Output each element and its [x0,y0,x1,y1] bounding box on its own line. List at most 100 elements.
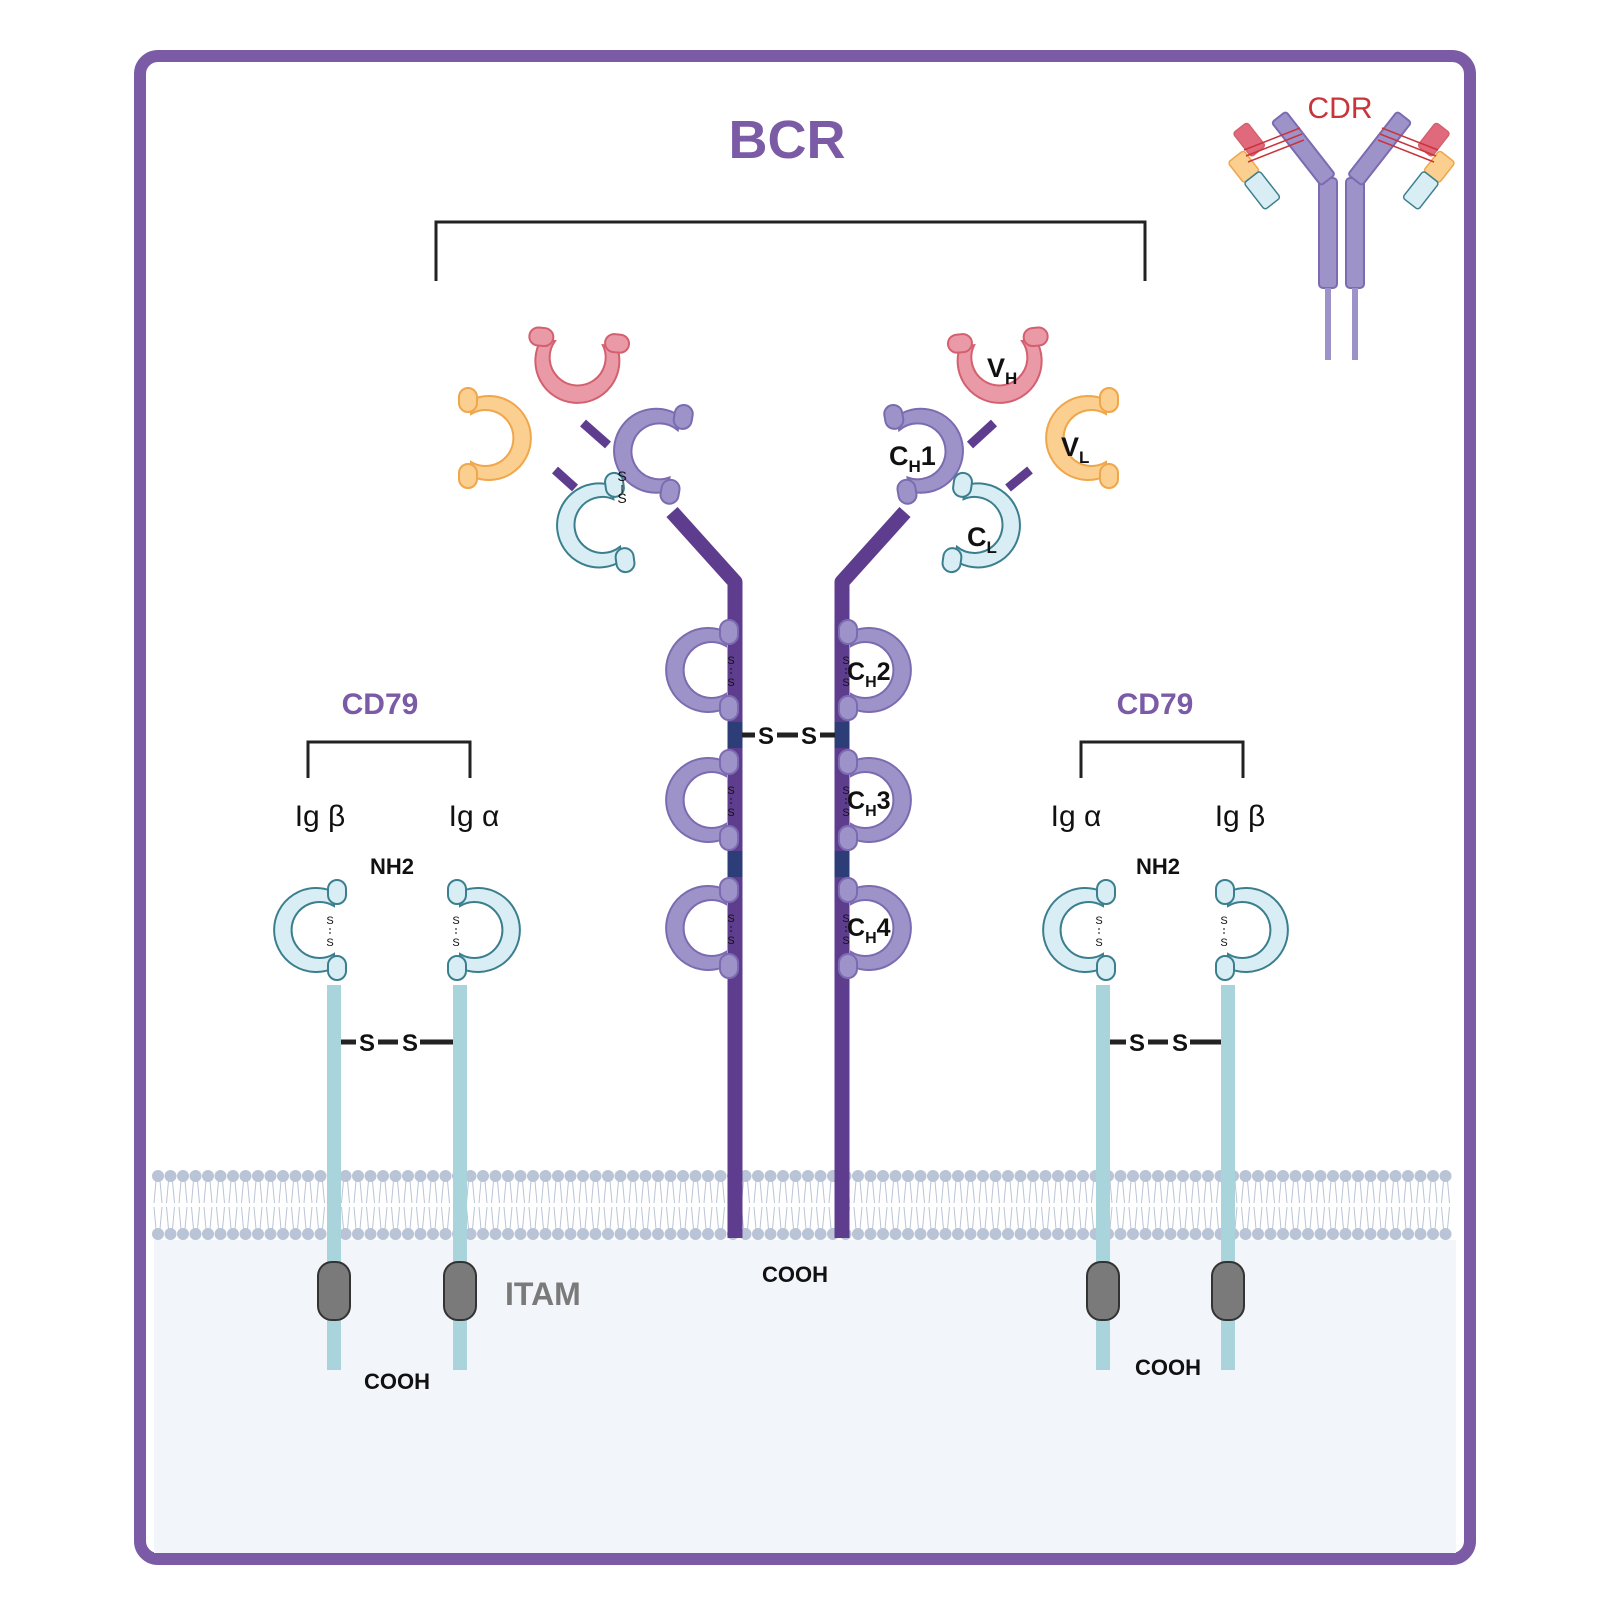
lipid-head [589,1170,602,1182]
lipid-head [1202,1170,1214,1182]
cell-membrane [152,1170,1456,1240]
lipid-head [1239,1170,1252,1182]
lipid-head [439,1228,452,1240]
lipid-tail [253,1180,263,1230]
lipid-tail [1191,1180,1200,1230]
inter-heavy-disulfide: S S [742,723,835,750]
lipid-head [877,1228,889,1240]
ch2-label: CH2 [847,658,891,691]
lipid-tail [1391,1180,1400,1230]
lipid-tail [591,1180,600,1230]
lipid-tail [266,1180,275,1230]
svg-text:S: S [727,935,734,947]
cd79-left-title: CD79 [342,688,419,721]
lipid-head [1052,1228,1064,1240]
lipid-tail [753,1180,763,1230]
lipid-head [689,1170,702,1182]
lipid-head [902,1228,914,1240]
lipid-head [1402,1228,1414,1240]
lipid-head [1027,1228,1039,1240]
lipid-tail [303,1180,313,1230]
lipid-head [639,1170,652,1182]
lipid-head [652,1228,664,1240]
lipid-tail [166,1180,175,1230]
lipid-head [414,1170,427,1182]
svg-text:S: S [727,655,734,667]
bcr-bracket [434,220,1147,281]
lipid-head [402,1228,414,1240]
lipid-head [239,1228,252,1240]
itam-left-1 [317,1261,351,1321]
lipid-tail [478,1180,488,1230]
lipid-head [264,1170,277,1182]
lipid-head [539,1170,552,1182]
lipid-tail [603,1180,613,1230]
lipid-tail [366,1180,375,1230]
lipid-tail [878,1180,888,1230]
svg-text:S: S [842,935,849,947]
lipid-head [814,1228,827,1240]
lipid-tail [1116,1180,1125,1230]
lipid-head [1152,1170,1164,1182]
lipid-tail [1291,1180,1300,1230]
lipid-head [252,1170,264,1182]
lipid-tail [1278,1180,1288,1230]
heavy-chain-stalks [666,506,911,1238]
diagram-title: BCR [729,110,846,170]
lipid-head [977,1228,989,1240]
lipid-head [677,1170,689,1182]
cd79-right-cterm: COOH [1135,1355,1201,1380]
lipid-tail [941,1180,950,1230]
lipid-head [314,1228,327,1240]
lipid-head [927,1228,939,1240]
ch3-label: CH3 [847,787,891,820]
lipid-head [1327,1170,1339,1182]
lipid-head [989,1228,1002,1240]
cd79-right-title: CD79 [1117,688,1194,721]
lipid-head [264,1228,277,1240]
lipid-tail [416,1180,425,1230]
lipid-head [289,1228,302,1240]
lipid-tail [241,1180,250,1230]
lipid-head [852,1170,864,1182]
lipid-tail [1066,1180,1075,1230]
svg-text:S: S [402,1030,418,1057]
lipid-head [289,1170,302,1182]
lipid-head [1077,1170,1089,1182]
lipid-tail [1341,1180,1350,1230]
variable-linkers [551,419,1033,492]
lipid-head [664,1170,677,1182]
svg-text:S: S [758,723,774,750]
lipid-head [1264,1228,1277,1240]
lipid-head [789,1170,802,1182]
intra-disulfide-marks: SS SS SS SS SS SS SS [617,468,849,947]
lipid-head [602,1228,614,1240]
lipid-head [164,1170,177,1182]
lipid-head [802,1170,814,1182]
cd79-right: CD79 Ig α Ig β NH2 SS SS S S COOH [1042,688,1289,1380]
lipid-head [1189,1228,1202,1240]
lipid-head [389,1228,402,1240]
itam-label: ITAM [505,1276,581,1312]
lipid-tail [1003,1180,1013,1230]
lipid-head [1439,1228,1452,1240]
lipid-tail [816,1180,825,1230]
lipid-head [939,1170,952,1182]
cd79-right-chain2-label: Ig β [1215,800,1266,833]
lipid-head [752,1228,764,1240]
lipid-tail [1403,1180,1413,1230]
lipid-head [352,1228,364,1240]
lipid-tail [1016,1180,1025,1230]
lipid-tail [1078,1180,1088,1230]
lipid-head [814,1170,827,1182]
lipid-tail [491,1180,500,1230]
lipid-head [789,1228,802,1240]
lipid-head [477,1170,489,1182]
lipid-head [1339,1228,1352,1240]
svg-text:S: S [842,677,849,689]
lipid-head [152,1228,164,1240]
lipid-head [1014,1170,1027,1182]
lipid-head [1377,1170,1389,1182]
lipid-head [1039,1170,1052,1182]
lipid-head [864,1170,877,1182]
